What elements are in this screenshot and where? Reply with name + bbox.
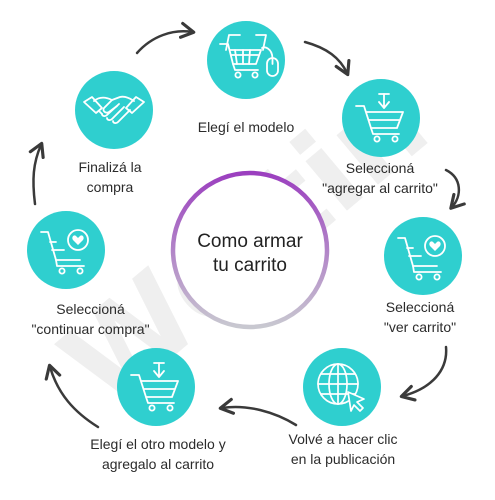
step-node-view-cart bbox=[384, 217, 462, 295]
step-label-add-to-cart: Seleccioná "agregar al carrito" bbox=[322, 160, 438, 196]
arrow-step-1-to-2 bbox=[303, 40, 351, 77]
cart-add-icon bbox=[130, 362, 179, 412]
step-label-choose-other-model: Elegí el otro modelo y agregalo al carri… bbox=[90, 436, 226, 472]
step-node-choose-other-model bbox=[117, 348, 195, 426]
arrow-step-2-to-3 bbox=[444, 168, 466, 210]
arrow-step-4-to-5 bbox=[218, 397, 298, 427]
cart-heart-icon bbox=[397, 235, 446, 281]
arrow-step-6-to-1 bbox=[135, 21, 196, 55]
step-node-choose-model bbox=[207, 21, 285, 99]
handshake-icon bbox=[83, 95, 145, 124]
step-label-continue-purchase: Seleccioná "continuar compra" bbox=[31, 301, 150, 337]
step-label-choose-model: Elegí el modelo bbox=[197, 119, 295, 135]
center-title-line1: Como armar bbox=[197, 231, 303, 252]
step-label-click-publication: Volvé a hacer clic en la publicación bbox=[288, 431, 398, 467]
step-node-continue-purchase bbox=[27, 211, 105, 289]
arrows-group bbox=[28, 21, 466, 429]
center-ring bbox=[170, 170, 330, 330]
step-label-finish-purchase: Finalizá la compra bbox=[78, 159, 142, 195]
step-node-click-publication bbox=[303, 348, 381, 426]
arrow-step-5-to-6 bbox=[44, 363, 100, 429]
arrow-step-3-to-4 bbox=[399, 345, 448, 402]
center-title-line2: tu carrito bbox=[213, 255, 287, 276]
center-title: Como armar tu carrito bbox=[181, 230, 319, 278]
arrow-step-6-to-7 bbox=[28, 141, 45, 206]
step-label-view-cart: Seleccioná "ver carrito" bbox=[383, 299, 457, 335]
cart-add-icon bbox=[355, 93, 404, 143]
step-node-finish-purchase bbox=[75, 71, 153, 149]
cart-mouse-icon bbox=[219, 34, 279, 79]
cart-heart-icon bbox=[40, 229, 89, 275]
globe-click-icon bbox=[317, 363, 365, 412]
step-node-add-to-cart bbox=[342, 79, 420, 157]
